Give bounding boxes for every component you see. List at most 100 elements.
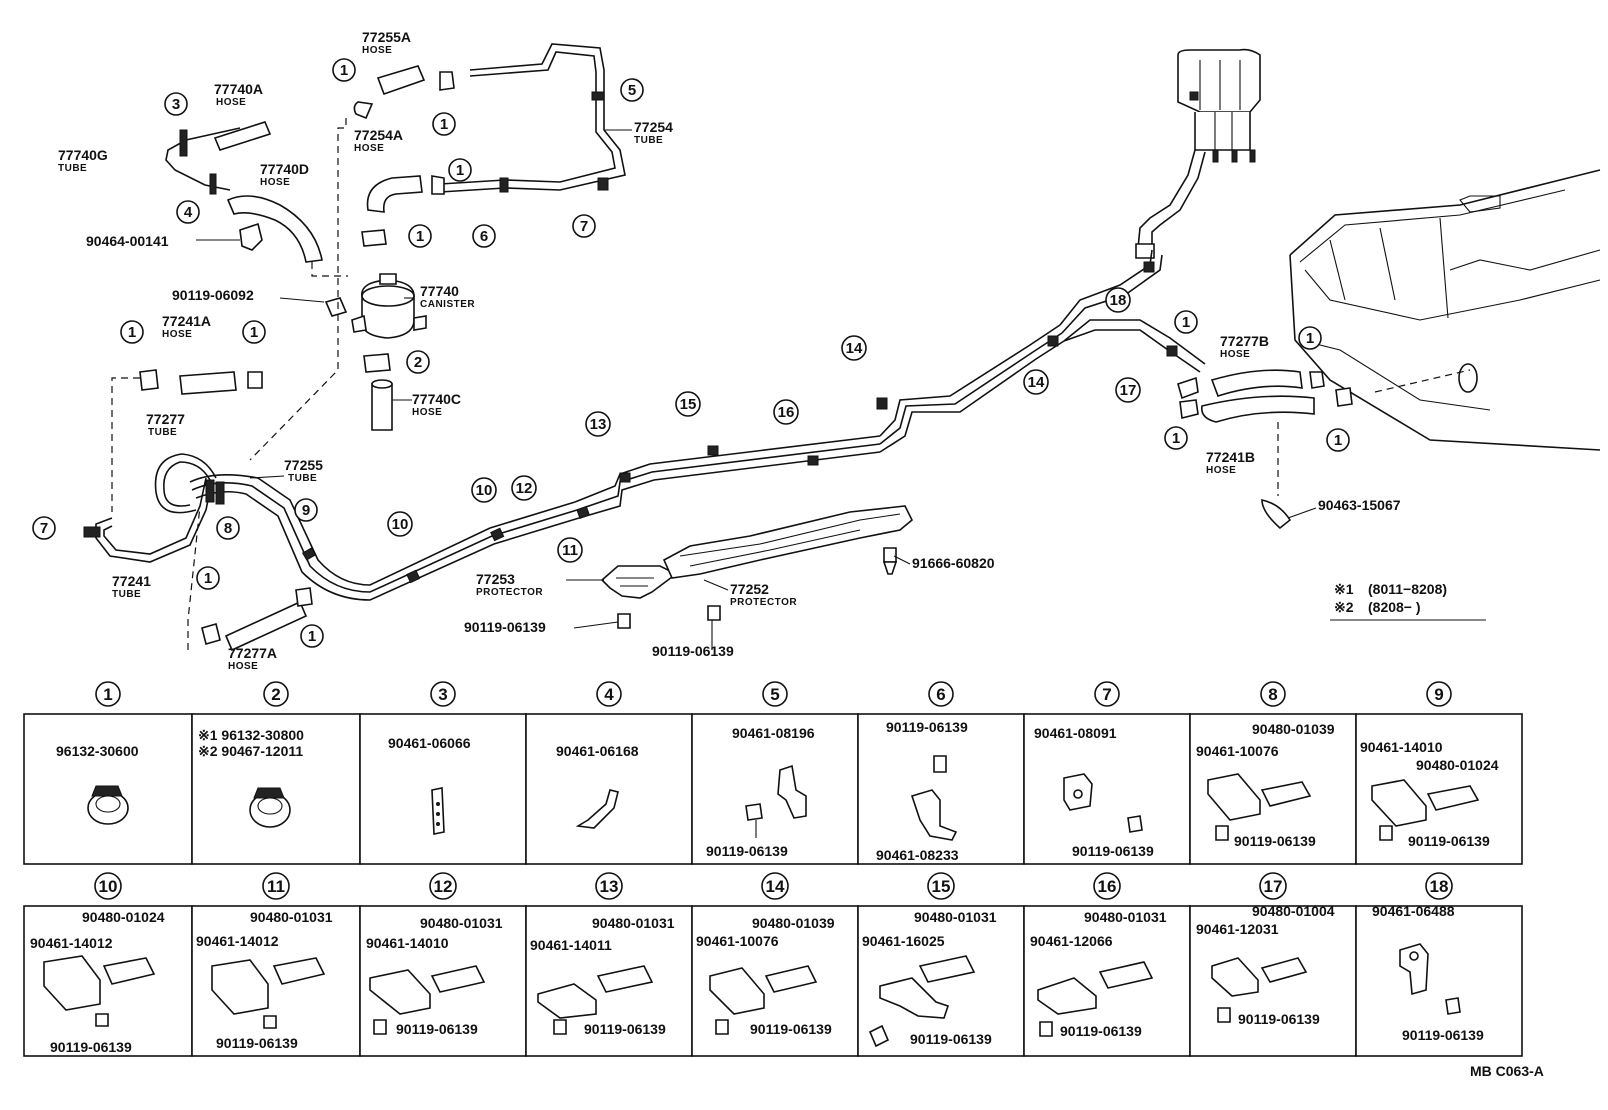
- part-number: 90461-14012: [196, 933, 279, 949]
- label-90119-06139-a: 90119-06139: [464, 619, 546, 635]
- part-number: 90480-01039: [752, 915, 835, 931]
- callout-17: 17: [1120, 382, 1137, 399]
- table-header-11: 11: [267, 877, 285, 896]
- part-number: 90119-06139: [216, 1035, 298, 1051]
- table-header-16: 16: [1098, 877, 1117, 896]
- part-number: 90461-06168: [556, 743, 639, 759]
- protectors: [600, 505, 913, 629]
- part-labels: 77255A HOSE 77740A HOSE 77740G TUBE 7774…: [58, 29, 1401, 672]
- part-number: 90480-01031: [1084, 909, 1167, 925]
- table-header-12: 12: [434, 877, 453, 896]
- label-77241b: 77241B: [1206, 449, 1255, 465]
- callout-6: 6: [480, 228, 488, 245]
- part-number: 90461-10076: [696, 933, 779, 949]
- part-number: 90119-06139: [910, 1031, 992, 1047]
- part-number: 90119-06139: [584, 1021, 666, 1037]
- leader-lines: [196, 129, 1317, 650]
- part-number: 90461-14012: [30, 935, 113, 951]
- table-header-4: 4: [604, 685, 614, 704]
- part-number: 90461-08233: [876, 847, 959, 863]
- table-header-2: 2: [271, 685, 280, 704]
- label-91666-60820: 91666-60820: [912, 555, 995, 571]
- callout-1: 1: [204, 570, 212, 587]
- part-number: ※1 96132-30800: [198, 727, 304, 743]
- callout-14: 14: [1028, 374, 1045, 391]
- right-hoses: [1177, 369, 1353, 530]
- callout-16: 16: [778, 404, 795, 421]
- diagram-callouts: 1 1 1 1 1 1 1 1 1 1 1 1 2 3 4 5 6 7 7 8 …: [32, 58, 1350, 648]
- part-number: 90461-08196: [732, 725, 815, 741]
- label-77252: 77252: [730, 581, 769, 597]
- part-number: 90461-10076: [1196, 743, 1279, 759]
- callout-15: 15: [680, 396, 697, 413]
- label-77740g-type: TUBE: [58, 163, 87, 174]
- part-number: 90119-06139: [50, 1039, 132, 1055]
- table-header-15: 15: [932, 877, 951, 896]
- table-header-18: 18: [1430, 877, 1449, 896]
- label-77254a-type: HOSE: [354, 143, 384, 154]
- callout-1: 1: [1334, 432, 1342, 449]
- callout-1: 1: [1306, 330, 1314, 347]
- label-77241a-type: HOSE: [162, 329, 192, 340]
- part-number: 90480-01024: [82, 909, 165, 925]
- table-header-1: 1: [103, 685, 112, 704]
- label-77241a: 77241A: [162, 313, 211, 329]
- part-number: 90480-01031: [420, 915, 503, 931]
- table-header-3: 3: [438, 685, 447, 704]
- label-77740d: 77740D: [260, 161, 309, 177]
- callout-12: 12: [516, 480, 533, 497]
- part-number: 90461-14011: [530, 937, 612, 953]
- legend-range-2: (8208− ): [1368, 599, 1421, 615]
- table-header-7: 7: [1102, 685, 1111, 704]
- label-77277b: 77277B: [1220, 333, 1269, 349]
- part-number: 90461-06066: [388, 735, 471, 751]
- label-77740d-type: HOSE: [260, 177, 290, 188]
- legend-mark-1: ※1: [1334, 581, 1354, 597]
- label-77740a: 77740A: [214, 81, 263, 97]
- table-header-9: 9: [1434, 685, 1443, 704]
- part-number: 90461-16025: [862, 933, 945, 949]
- callout-1: 1: [308, 628, 316, 645]
- table-header-10: 10: [99, 877, 118, 896]
- part-number: 90461-12066: [1030, 933, 1113, 949]
- label-77253: 77253: [476, 571, 515, 587]
- legend: ※1 (8011−8208) ※2 (8208− ): [1330, 581, 1486, 621]
- label-77740c: 77740C: [412, 391, 461, 407]
- label-90119-06139-b: 90119-06139: [652, 643, 734, 659]
- callout-7: 7: [580, 218, 588, 235]
- callout-10: 10: [392, 516, 409, 533]
- label-90463-15067: 90463-15067: [1318, 497, 1401, 513]
- callout-7: 7: [40, 520, 48, 537]
- part-number: 90119-06139: [706, 843, 788, 859]
- part-number: 90480-01031: [914, 909, 997, 925]
- label-77241: 77241: [112, 573, 151, 589]
- part-number: 90480-01039: [1252, 721, 1335, 737]
- vent-tower: [1135, 48, 1261, 259]
- callout-13: 13: [590, 416, 607, 433]
- label-77740: 77740: [420, 283, 459, 299]
- callout-3: 3: [172, 96, 180, 113]
- callout-1: 1: [456, 162, 464, 179]
- table-header-5: 5: [770, 685, 779, 704]
- label-77254a: 77254A: [354, 127, 403, 143]
- part-number: 90461-14010: [366, 935, 449, 951]
- table-header-6: 6: [936, 685, 945, 704]
- label-77740-type: CANISTER: [420, 299, 475, 310]
- label-77255a: 77255A: [362, 29, 411, 45]
- left-assemblies: [83, 43, 626, 652]
- callout-1: 1: [440, 116, 448, 133]
- fuel-tank: [1289, 169, 1601, 451]
- part-number: 90119-06139: [1238, 1011, 1320, 1027]
- table-header-17: 17: [1264, 877, 1283, 896]
- part-number: ※2 90467-12011: [198, 743, 303, 759]
- part-number: 90119-06139: [750, 1021, 832, 1037]
- callout-11: 11: [562, 542, 578, 559]
- label-77740a-type: HOSE: [216, 97, 246, 108]
- label-77241b-type: HOSE: [1206, 465, 1236, 476]
- callout-1: 1: [1182, 314, 1190, 331]
- label-77277b-type: HOSE: [1220, 349, 1250, 360]
- label-77277a: 77277A: [228, 645, 277, 661]
- label-90464-00141: 90464-00141: [86, 233, 169, 249]
- part-number: 90119-06139: [1060, 1023, 1142, 1039]
